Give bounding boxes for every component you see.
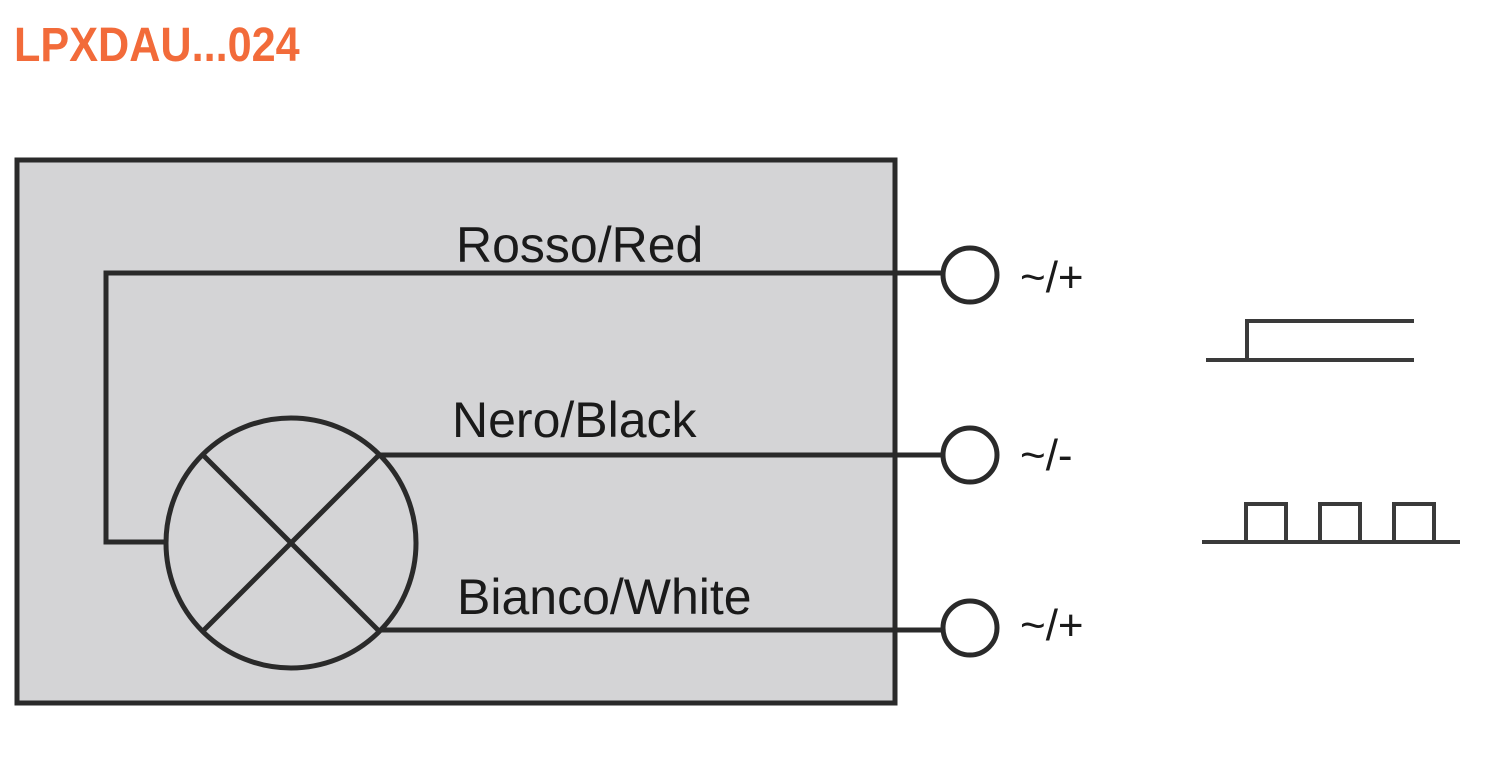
terminal-label-red: ~/+: [1020, 253, 1084, 302]
flashing-signal-icon: [1202, 502, 1460, 544]
terminal-black: [940, 425, 1000, 485]
terminal-label-white: ~/+: [1020, 601, 1084, 650]
wire-label-red: Rosso/Red: [456, 217, 703, 273]
terminal-red: [940, 245, 1000, 305]
housing-box: [14, 157, 898, 706]
lamp-cross-icon: [163, 415, 419, 671]
wire-label-black: Nero/Black: [452, 392, 698, 448]
terminal-white: [940, 598, 1000, 658]
steady-signal-icon: [1206, 319, 1414, 362]
diagram-title: LPXDAU...024: [14, 19, 300, 72]
terminal-label-black: ~/-: [1020, 431, 1073, 480]
wire-label-white: Bianco/White: [457, 569, 752, 625]
wire-red: [103, 270, 944, 545]
